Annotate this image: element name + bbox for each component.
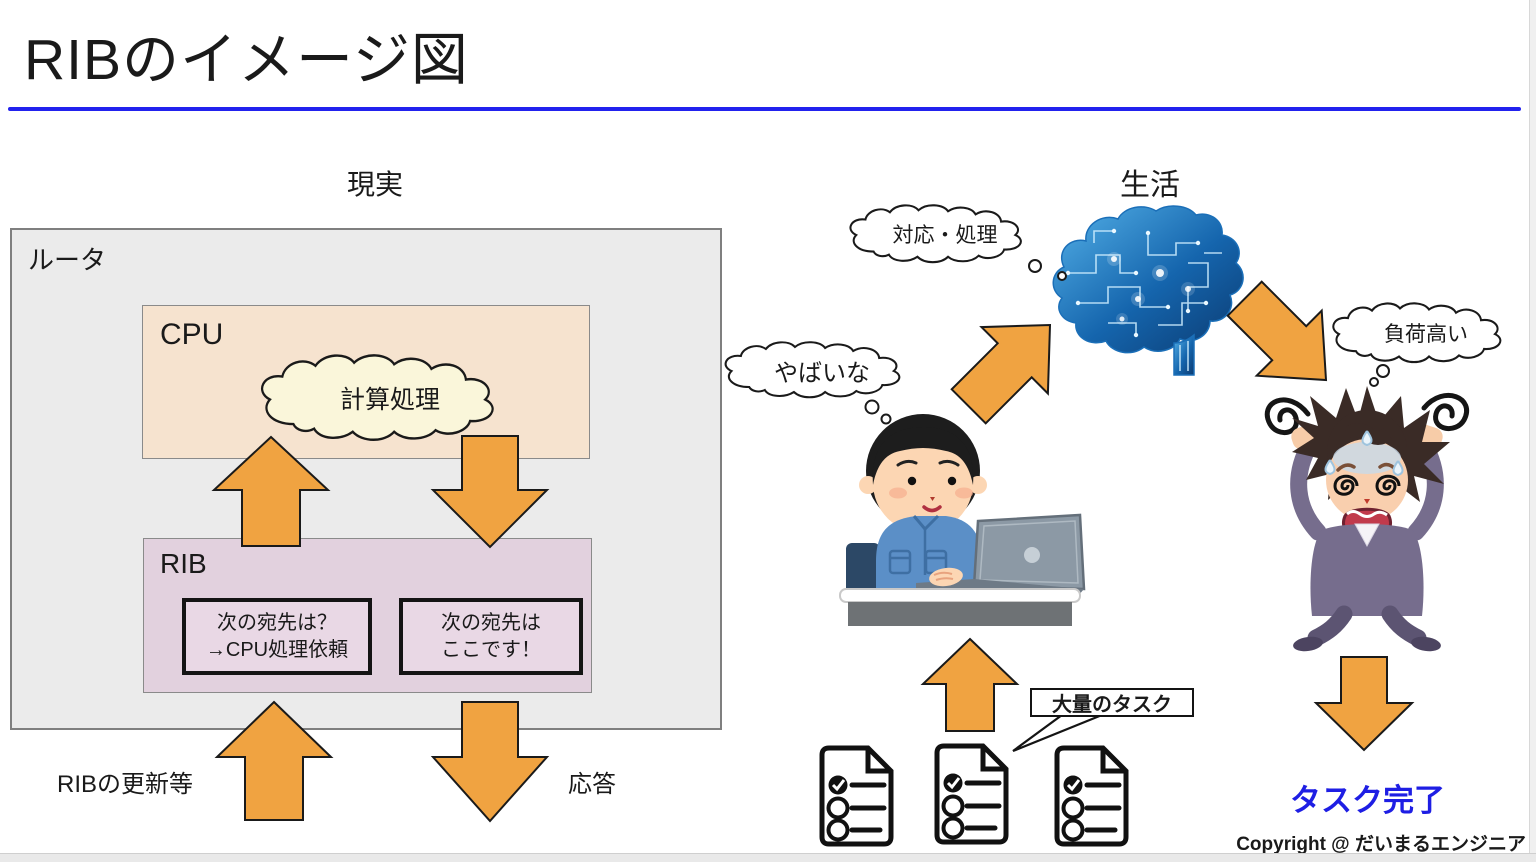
cloud-shape xyxy=(724,341,901,399)
rib-entry-known-destination-line1: 次の宛先は xyxy=(441,612,541,635)
bottom-edge-strip xyxy=(0,853,1536,862)
copyright-text: Copyright @ だいまるエンジニア xyxy=(1236,834,1526,855)
circuit-brain-icon xyxy=(1052,205,1244,376)
thought-cloud-computation: 計算処理 xyxy=(252,352,528,444)
title-underline xyxy=(8,107,1521,111)
computation-cloud-label: 計算処理 xyxy=(339,386,440,414)
tasks-callout-box: 大量のタスク xyxy=(1030,688,1194,717)
cloud-shape xyxy=(849,204,1022,264)
router-label: ルータ xyxy=(28,245,107,275)
rib-label: RIB xyxy=(160,548,207,579)
thought-cloud-high-load: 負荷高い xyxy=(1326,301,1526,365)
thought-trail-dot xyxy=(1376,364,1390,378)
thought-cloud-yabai: やばいな xyxy=(718,340,926,400)
high-load-cloud-label: 負荷高い xyxy=(1384,323,1468,346)
arrow-up-tasks-to-worker xyxy=(920,637,1020,732)
rib-entry-known-destination-line2: ここです！ xyxy=(441,638,541,661)
cloud-shape xyxy=(261,354,494,442)
rib-update-label: RIBの更新等 xyxy=(57,771,194,798)
rib-entry-cpu-request-line2: →CPU処理依頼 xyxy=(205,638,349,661)
stressed-person-illustration xyxy=(1264,386,1469,652)
task-document-icon xyxy=(819,745,894,847)
rib-entry-cpu-request-line1: 次の宛先は？ xyxy=(217,612,337,635)
task-documents xyxy=(819,743,1129,847)
right-edge-strip xyxy=(1529,0,1536,862)
rib-entry-known-destination: 次の宛先は ここです！ xyxy=(399,598,583,675)
thought-cloud-handling: 対応・処理 xyxy=(843,203,1047,265)
tasks-callout-label: 大量のタスク xyxy=(1052,694,1172,716)
rib-entry-cpu-request: 次の宛先は？ →CPU処理依頼 xyxy=(182,598,372,675)
life-section-label: 生活 xyxy=(1120,169,1180,202)
response-label: 応答 xyxy=(568,771,616,798)
handling-cloud-label: 対応・処理 xyxy=(892,224,998,247)
task-document-icon xyxy=(934,743,1009,845)
task-done-label: タスク完了 xyxy=(1290,783,1445,818)
reality-section-label: 現実 xyxy=(346,169,403,200)
arrow-down-task-done xyxy=(1313,656,1415,752)
yabai-cloud-label: やばいな xyxy=(774,359,870,387)
cpu-label: CPU xyxy=(160,318,224,351)
page-title: RIBのイメージ図 xyxy=(24,28,469,92)
cloud-shape xyxy=(1332,302,1502,364)
worker-at-laptop-illustration xyxy=(839,414,1086,626)
task-document-icon xyxy=(1054,745,1129,847)
